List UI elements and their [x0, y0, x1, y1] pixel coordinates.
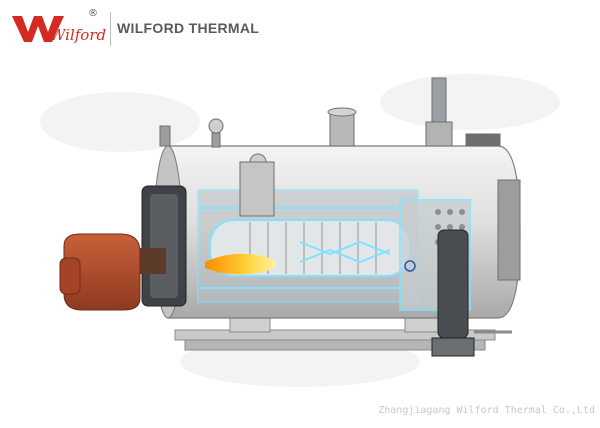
flame [205, 253, 276, 275]
header: Wilford ® WILFORD THERMAL [0, 0, 600, 62]
pressure-gauge-icon [208, 118, 224, 134]
logo-text: Wilford [50, 26, 106, 44]
registered-mark: ® [88, 8, 98, 19]
header-separator [110, 12, 111, 46]
front-door [141, 185, 187, 307]
copyright-text: Zhangjiagang Wilford Thermal Co.,Ltd [378, 405, 595, 416]
valve-handwheel-icon [329, 111, 355, 147]
wilford-logo-icon: Wilford [12, 16, 106, 44]
burner [59, 233, 166, 311]
boiler-diagram [40, 74, 560, 387]
brand-name: WILFORD THERMAL [117, 20, 260, 36]
cutaway-furnace [197, 189, 471, 311]
top-fittings [159, 77, 501, 217]
feed-pump [431, 229, 512, 357]
